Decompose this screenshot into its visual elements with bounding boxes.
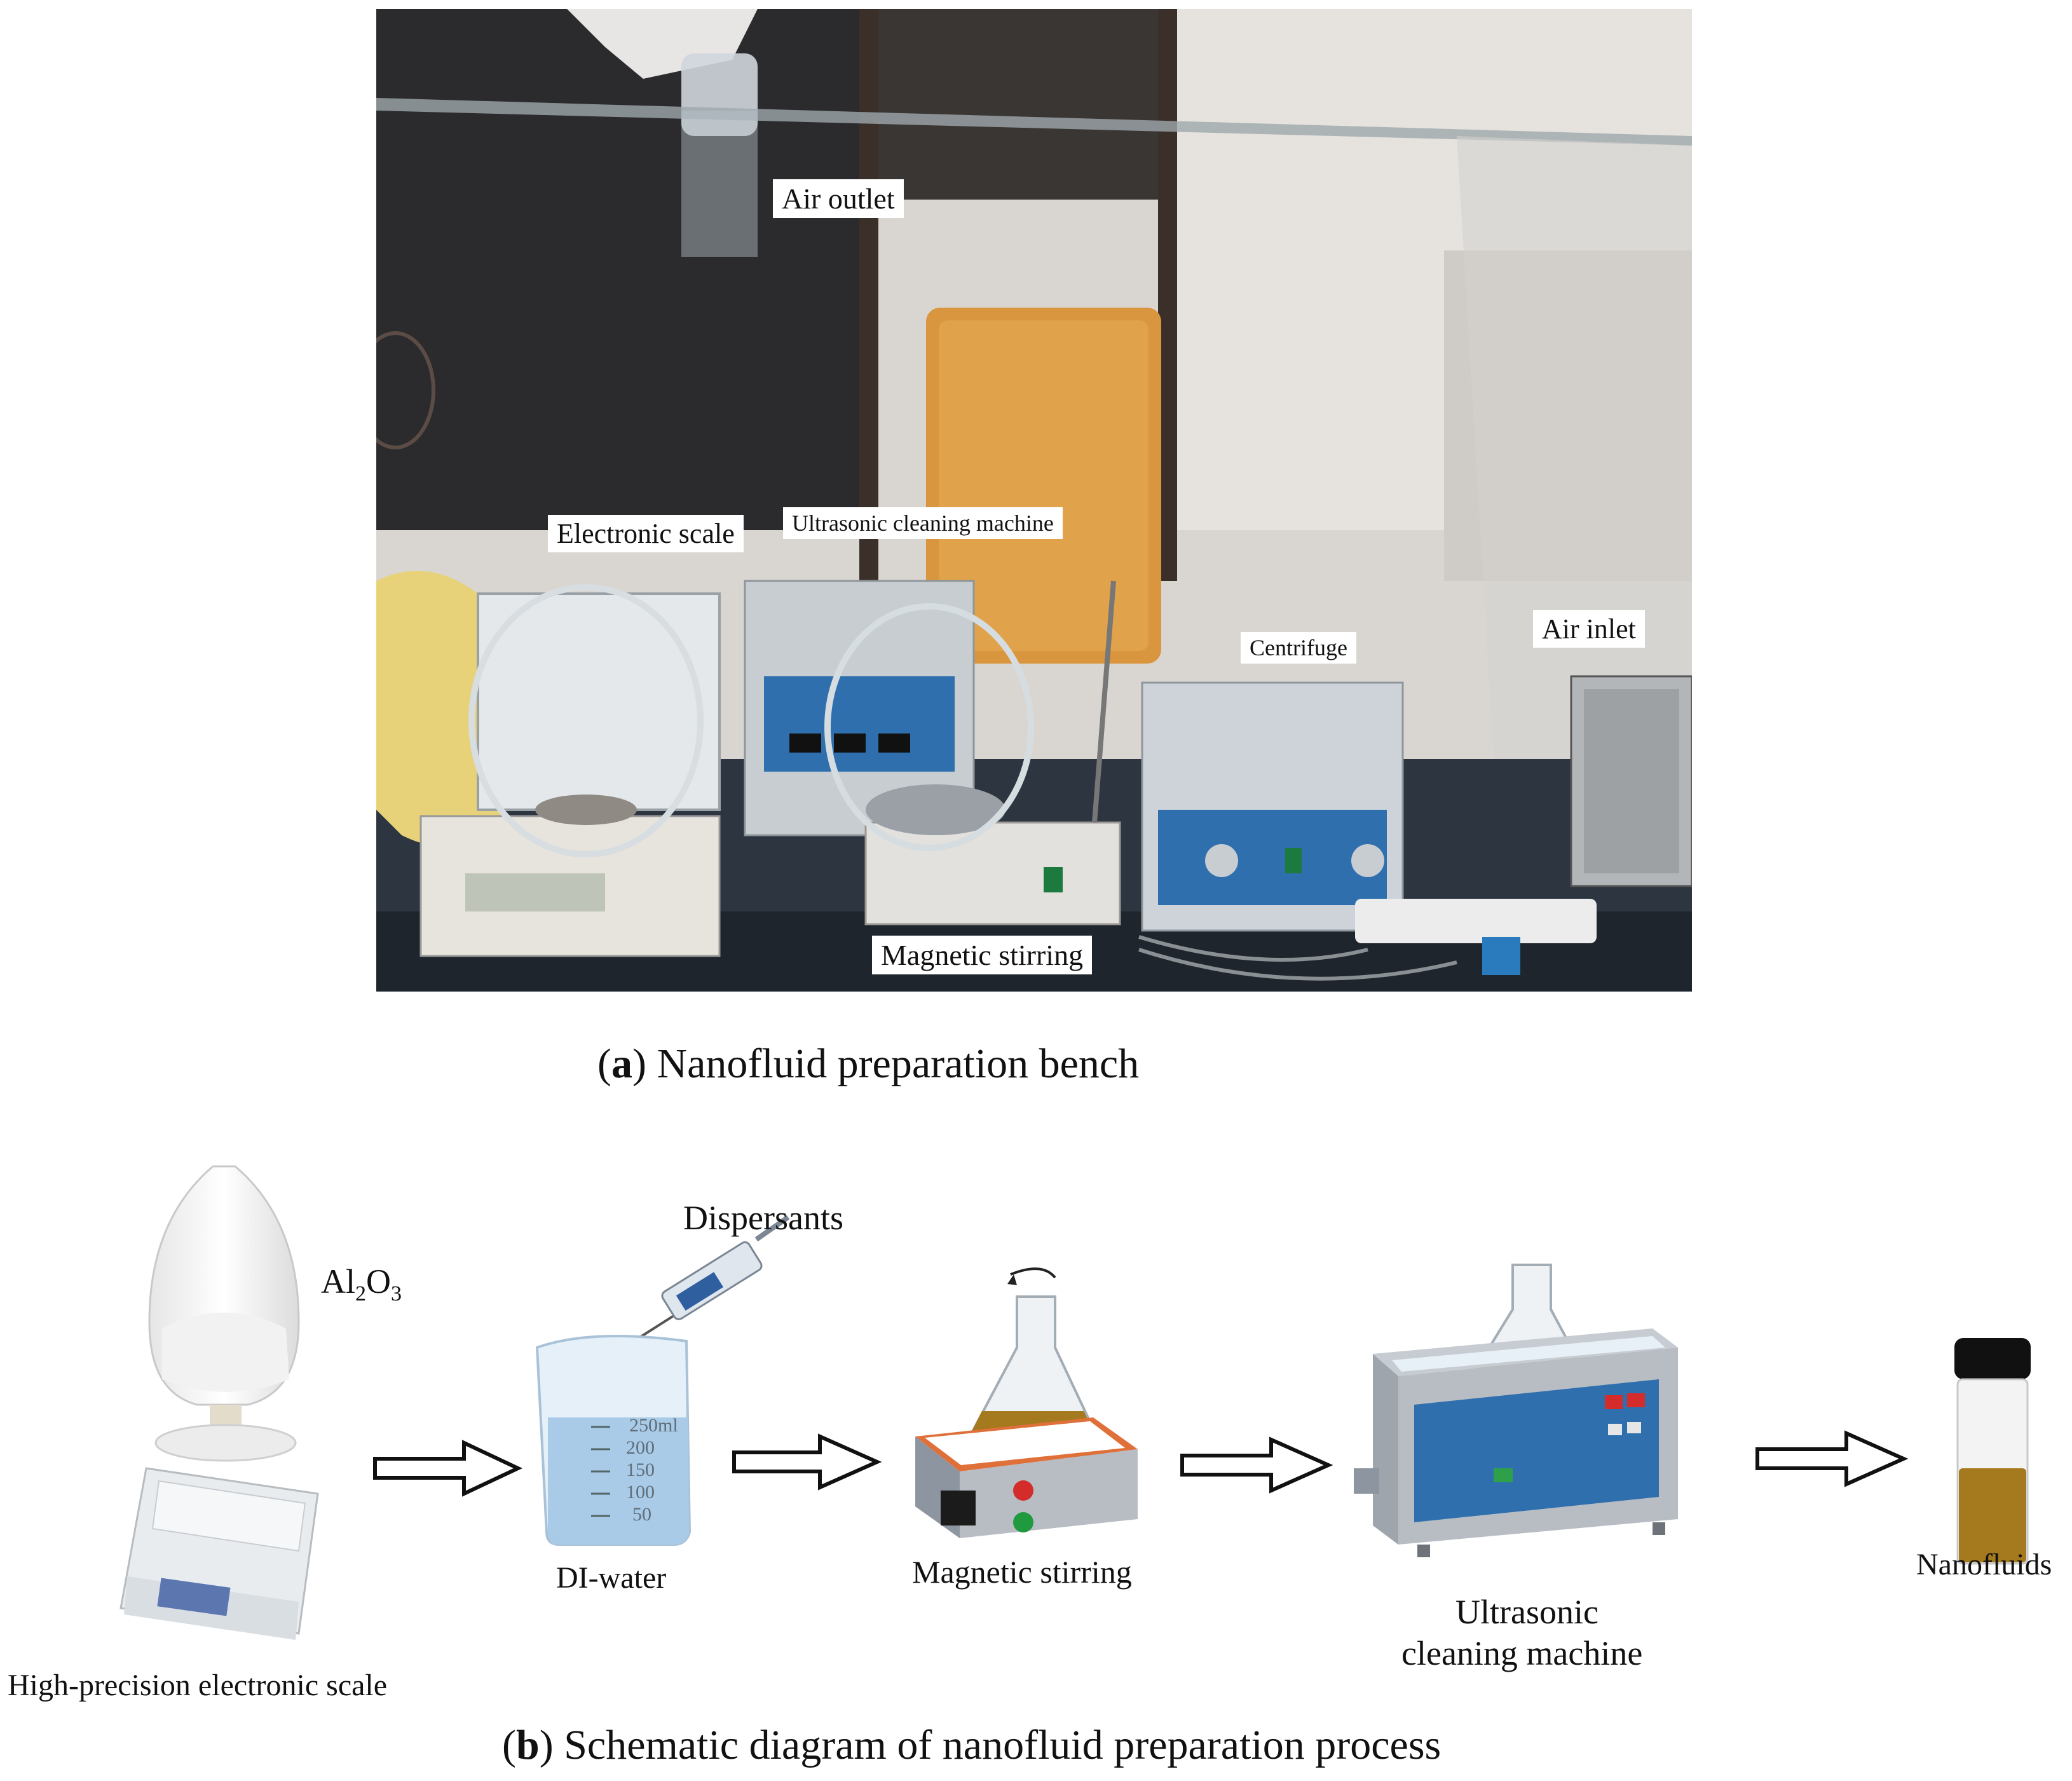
label-centrifuge: Centrifuge <box>1241 632 1356 664</box>
label-magnetic-stirring-photo: Magnetic stirring <box>872 936 1093 974</box>
caption-b-letter: b <box>515 1722 540 1768</box>
beaker-mark-100: 100 <box>626 1482 655 1503</box>
arrow-1-icon <box>373 1440 523 1497</box>
ultrasonic-machine-icon <box>1354 1264 1678 1557</box>
high-precision-scale-icon <box>119 1467 319 1640</box>
arrow-3-icon <box>1180 1436 1333 1494</box>
al2o3-al: Al <box>321 1262 355 1300</box>
arrow-2-icon <box>732 1433 882 1491</box>
label-di-water: DI-water <box>556 1561 667 1595</box>
al2o3-bottle-icon <box>148 1165 300 1462</box>
bench-photo: Air outlet Electronic scale Ultrasonic c… <box>376 9 1692 992</box>
label-ultrasonic-line2: cleaning machine <box>1401 1634 1643 1672</box>
label-ultrasonic-line1: Ultrasonic <box>1455 1593 1598 1631</box>
beaker-mark-200: 200 <box>626 1437 655 1458</box>
label-air-inlet: Air inlet <box>1533 610 1645 648</box>
bench-photo-illustration <box>376 9 1692 992</box>
process-schematic: 250ml 200 150 100 50 <box>119 1165 2031 1640</box>
label-magnetic-stirring: Magnetic stirring <box>912 1554 1132 1590</box>
al2o3-sub-3: 3 <box>391 1281 402 1306</box>
beaker-mark-50: 50 <box>632 1504 651 1525</box>
arrow-4-icon <box>1755 1430 1909 1487</box>
nanofluid-vial-icon <box>1954 1338 2031 1565</box>
al2o3-sub-2: 2 <box>355 1281 366 1306</box>
beaker-icon: 250ml 200 150 100 50 <box>535 1335 692 1546</box>
caption-a-text: Nanofluid preparation bench <box>657 1041 1140 1087</box>
caption-b-text: Schematic diagram of nanofluid preparati… <box>564 1722 1442 1768</box>
label-dispersants: Dispersants <box>683 1199 843 1237</box>
label-nanofluids: Nanofluids <box>1916 1548 2052 1581</box>
caption-a-letter: a <box>611 1041 632 1087</box>
caption-a: (a) Nanofluid preparation bench <box>597 1041 1140 1087</box>
beaker-mark-150: 150 <box>626 1459 655 1480</box>
al2o3-o: O <box>366 1262 391 1300</box>
label-electronic-scale: Electronic scale <box>548 515 744 552</box>
label-high-precision-scale: High-precision electronic scale <box>8 1668 388 1702</box>
label-al2o3: Al2O3 <box>321 1262 402 1306</box>
label-ultrasonic-cleaning-machine: Ultrasonic cleaning machine <box>783 507 1063 539</box>
beaker-mark-250: 250ml <box>629 1415 678 1436</box>
magnetic-stirrer-icon <box>915 1267 1138 1538</box>
label-air-outlet: Air outlet <box>773 179 904 218</box>
caption-b: (b) Schematic diagram of nanofluid prepa… <box>502 1722 1442 1768</box>
